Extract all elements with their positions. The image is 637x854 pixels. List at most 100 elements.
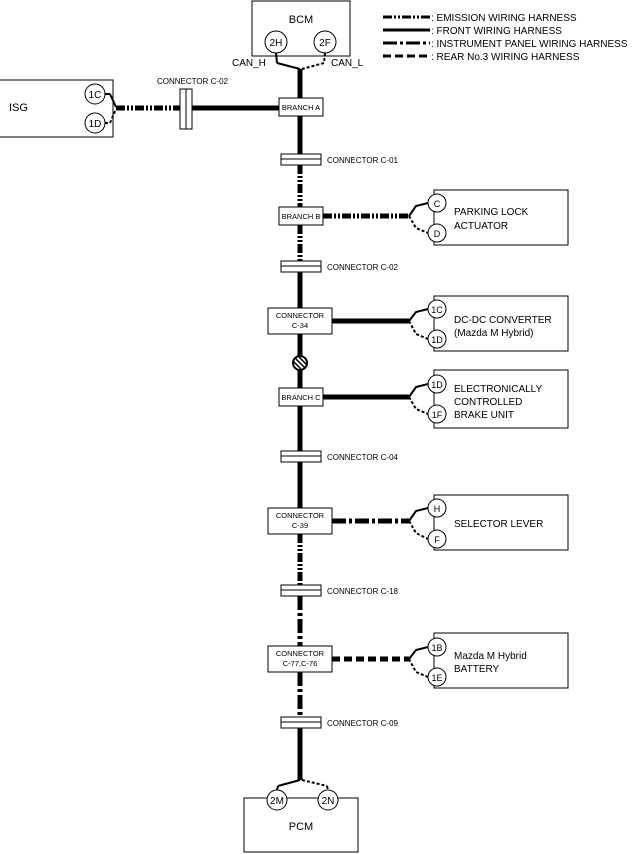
connector-c09-bottom xyxy=(280,721,322,729)
connector-c04-bottom xyxy=(280,455,322,463)
isg-wire-l-twist xyxy=(109,108,117,124)
isg-module: ISG 1C 1D xyxy=(0,79,114,138)
connector-c01-bottom xyxy=(280,158,322,166)
connector-c34-line1: CONNECTOR xyxy=(276,311,325,320)
connector-c77-line1: CONNECTOR xyxy=(276,649,325,658)
connector-c02-label: CONNECTOR C-02 xyxy=(327,263,399,272)
connector-c02-isg-label: CONNECTOR C-02 xyxy=(157,77,229,86)
pcm-box xyxy=(243,797,359,853)
parking-lock-actuator: PARKING LOCK ACTUATOR C D xyxy=(427,189,569,246)
connector-c18-bottom xyxy=(280,589,322,597)
connector-c02-top xyxy=(280,260,322,267)
pcm-can-h-twist xyxy=(277,779,301,787)
dcdc-wire-h xyxy=(408,308,429,322)
branch-b-label: BRANCH B xyxy=(282,212,321,221)
connector-c77-line2: C-77,C-76 xyxy=(283,659,318,668)
dcdc-converter: DC-DC CONVERTER (Mazda M Hybrid) 1C 1D xyxy=(427,295,569,352)
pcm-label: PCM xyxy=(289,821,313,833)
bcm-can-l-twist xyxy=(301,62,325,70)
dcdc-wire-l xyxy=(408,320,429,340)
dcdc-line2: (Mazda M Hybrid) xyxy=(454,328,533,339)
parking-lock-line1: PARKING LOCK xyxy=(454,207,529,218)
parking-lock-wire-h xyxy=(408,202,429,217)
bcm-module: BCM 2H 2F CAN_H CAN_L xyxy=(232,0,364,69)
pcm-module: PCM 2M 2N xyxy=(243,789,359,853)
branch-a xyxy=(278,97,324,117)
dcdc-pin-1d-label: 1D xyxy=(431,335,443,345)
connector-c09-top xyxy=(280,716,322,723)
connector-c01-label: CONNECTOR C-01 xyxy=(327,156,399,165)
parking-lock-box xyxy=(433,189,569,246)
brake-unit: ELECTRONICALLY CONTROLLED BRAKE UNIT 1D … xyxy=(427,369,569,429)
battery-pin-1b-label: 1B xyxy=(431,643,442,653)
parking-lock-pin-d-label: D xyxy=(434,229,441,239)
legend: : EMISSION WIRING HARNESS : FRONT WIRING… xyxy=(383,13,628,63)
hybrid-battery: Mazda M Hybrid BATTERY 1B 1E xyxy=(427,632,569,689)
connector-c39-line2: C-39 xyxy=(292,521,308,530)
connector-c39-line1: CONNECTOR xyxy=(276,511,325,520)
connector-c02-isg-right xyxy=(185,88,193,130)
isg-pin-1d-label: 1D xyxy=(89,119,102,130)
dcdc-box xyxy=(433,295,569,352)
can-l-label: CAN_L xyxy=(331,58,364,69)
brake-wire-h xyxy=(408,383,429,398)
can-h-label: CAN_H xyxy=(232,58,266,69)
legend-instrument-label: : INSTRUMENT PANEL WIRING HARNESS xyxy=(431,39,628,50)
pcm-pin-2m-label: 2M xyxy=(270,796,284,807)
selector-line1: SELECTOR LEVER xyxy=(454,519,543,530)
isg-label: ISG xyxy=(9,102,28,114)
parking-lock-wire-l xyxy=(408,215,429,234)
selector-box xyxy=(433,494,569,551)
battery-line1: Mazda M Hybrid xyxy=(454,651,527,662)
connector-c04-top xyxy=(280,450,322,457)
connector-c18-label: CONNECTOR C-18 xyxy=(327,587,399,596)
bcm-can-h-stub xyxy=(275,52,278,64)
bcm-label: BCM xyxy=(289,14,313,26)
bcm-pin-2h-label: 2H xyxy=(270,38,283,49)
connector-c09-label: CONNECTOR C-09 xyxy=(327,719,399,728)
dcdc-pin-1c-label: 1C xyxy=(431,305,443,315)
pcm-can-l-twist xyxy=(301,779,328,787)
connector-c34-line2: C-34 xyxy=(292,321,308,330)
brake-wire-l xyxy=(408,396,429,415)
battery-wire-l xyxy=(408,658,429,678)
pcm-pin-2n xyxy=(317,789,339,811)
battery-pin-1e-label: 1E xyxy=(431,673,442,683)
selector-wire-l xyxy=(408,520,429,540)
pcm-pin-2n-label: 2N xyxy=(322,796,335,807)
bcm-pin-2f-label: 2F xyxy=(319,38,331,49)
legend-emission-label: : EMISSION WIRING HARNESS xyxy=(431,13,577,24)
selector-pin-f-label: F xyxy=(434,535,440,545)
legend-rear-label: : REAR No.3 WIRING HARNESS xyxy=(431,52,580,63)
connector-c02-bottom xyxy=(280,265,322,273)
brake-pin-1d-label: 1D xyxy=(431,380,443,390)
twisted-pair-symbol xyxy=(292,355,308,371)
connector-c04-label: CONNECTOR C-04 xyxy=(327,453,399,462)
pcm-pin-2m xyxy=(266,789,288,811)
selector-pin-h-label: H xyxy=(434,504,441,514)
isg-pin-1c-label: 1C xyxy=(89,90,102,101)
brake-box xyxy=(433,369,569,429)
brake-line1: ELECTRONICALLY xyxy=(454,384,543,395)
parking-lock-line2: ACTUATOR xyxy=(454,221,508,232)
connector-c01-top xyxy=(280,153,322,160)
connector-c02-isg-left xyxy=(179,88,187,130)
battery-wire-h xyxy=(408,646,429,660)
brake-line3: BRAKE UNIT xyxy=(454,410,514,421)
battery-line2: BATTERY xyxy=(454,664,500,675)
branch-c-label: BRANCH C xyxy=(281,393,321,402)
selector-wire-h xyxy=(408,507,429,522)
connector-c34-box xyxy=(267,307,333,335)
connector-c18-top xyxy=(280,584,322,591)
isg-wire-h-twist xyxy=(109,93,117,108)
brake-line2: CONTROLLED xyxy=(454,397,522,408)
pcm-can-l-stub xyxy=(326,785,329,791)
legend-front-label: : FRONT WIRING HARNESS xyxy=(431,26,562,37)
selector-lever: SELECTOR LEVER H F xyxy=(427,494,569,551)
bcm-can-l-stub xyxy=(323,52,326,64)
battery-box xyxy=(433,632,569,689)
pcm-can-h-stub xyxy=(276,785,279,791)
brake-pin-1f-label: 1F xyxy=(432,410,443,420)
bcm-can-h-twist xyxy=(276,62,301,70)
